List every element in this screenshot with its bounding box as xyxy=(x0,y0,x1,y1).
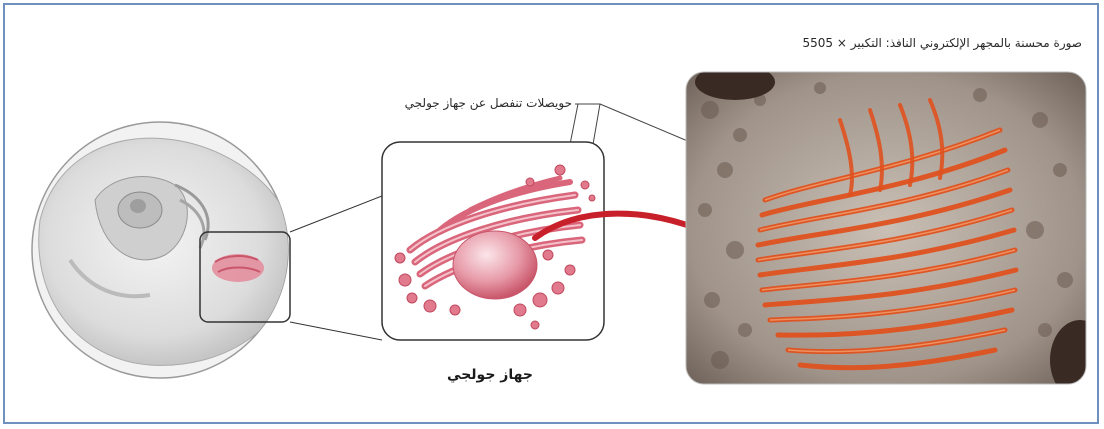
vesicles-label: حويصلات تنفصل عن جهاز جولجي xyxy=(352,96,572,110)
em-micrograph xyxy=(686,64,1104,400)
cell-diagram xyxy=(32,122,295,378)
zoom-line-top xyxy=(290,196,382,232)
vesicle-leader-line-em xyxy=(600,104,690,142)
golgi-label: جهاز جولجي xyxy=(420,367,560,383)
zoom-line-bottom xyxy=(290,322,382,340)
em-caption: صورة محسنة بالمجهر الإلكتروني النافذ: ال… xyxy=(742,36,1082,50)
golgi-inset xyxy=(382,142,604,340)
